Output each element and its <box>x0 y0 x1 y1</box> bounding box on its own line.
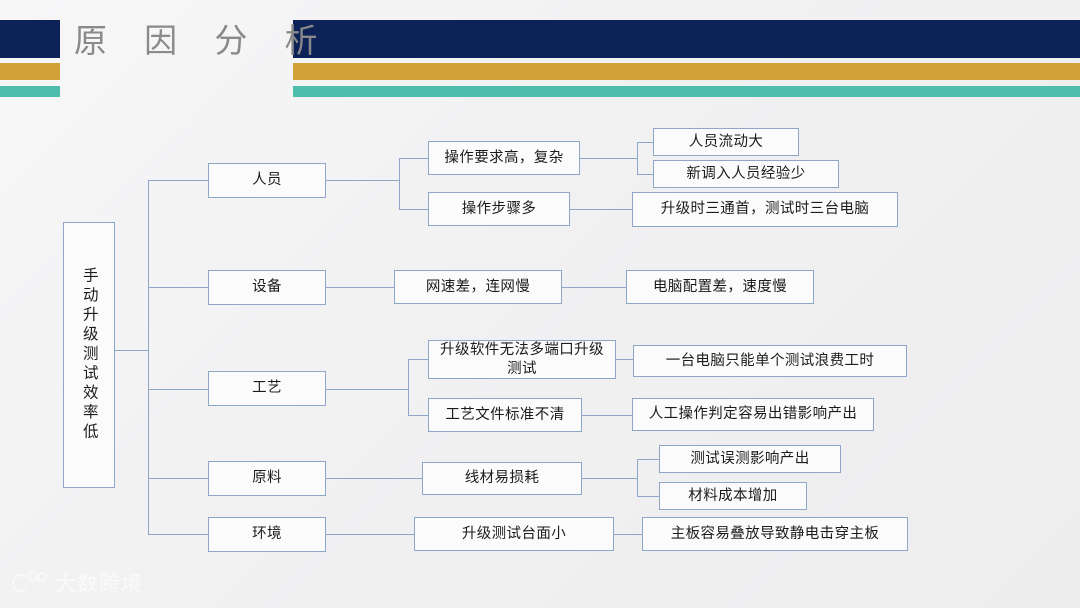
category-node-huanjing: 环境 <box>208 517 326 552</box>
cause-node-caozuo-yaoqiu: 操作要求高，复杂 <box>428 141 580 175</box>
effect-node-xindiaoru: 新调入人员经验少 <box>653 160 839 188</box>
connector-huanjing-out <box>326 534 414 536</box>
effect-node-ceshi-wuce: 测试误测影响产出 <box>659 445 841 473</box>
connector-spine-to-renyuan <box>148 180 208 182</box>
connector-spine <box>148 180 150 535</box>
connector-cause1-bracket <box>637 142 639 174</box>
connector-renyuan-out <box>326 180 399 182</box>
watermark: 大数跨境 <box>12 568 143 598</box>
connector-gongyi-cause2 <box>408 415 428 417</box>
connector-shebei-out <box>326 287 394 289</box>
connector-gongyi-bracket <box>408 359 410 415</box>
connector-gongyi-cause2-out <box>582 415 632 417</box>
header-bar-right-gold <box>293 63 1080 80</box>
header-bar-left-navy <box>0 20 60 58</box>
connector-gongyi-out <box>326 389 408 391</box>
connector-renyuan-cause2 <box>399 209 428 211</box>
category-node-gongyi: 工艺 <box>208 371 326 406</box>
connector-shebei-cause-out <box>562 287 626 289</box>
connector-renyuan-bracket <box>399 158 401 209</box>
connector-xiancai-effect1 <box>637 459 659 461</box>
connector-xiancai-out <box>582 478 637 480</box>
effect-node-yitai-diannao: 一台电脑只能单个测试浪费工时 <box>633 345 907 377</box>
header-bar-right-navy <box>293 20 1080 58</box>
cause-node-caozuo-buzhou: 操作步骤多 <box>428 192 570 226</box>
page-title: 原 因 分 析 <box>74 22 332 59</box>
header-bar-right-teal <box>293 86 1080 97</box>
connector-xiancai-bracket <box>637 459 639 497</box>
effect-node-rengong-caozuo: 人工操作判定容易出错影响产出 <box>632 398 874 431</box>
header-bar-left-teal <box>0 86 60 97</box>
cause-node-gongyi-wenjian: 工艺文件标准不清 <box>428 398 582 432</box>
connector-spine-to-gongyi <box>148 389 208 391</box>
cause-node-taimian-xiao: 升级测试台面小 <box>414 517 614 551</box>
cause-node-shengji-ruanjian: 升级软件无法多端口升级测试 <box>428 340 616 379</box>
connector-xiancai-effect2 <box>637 496 659 498</box>
root-node: 手动升级测试效率低 <box>63 222 115 488</box>
header-bar-left-gold <box>0 63 60 80</box>
category-node-yuanliao: 原料 <box>208 461 326 496</box>
category-node-renyuan: 人员 <box>208 163 326 198</box>
category-node-shebei: 设备 <box>208 270 326 305</box>
brand-logo-icon <box>12 571 48 595</box>
cause-node-xiancai-sunhao: 线材易损耗 <box>422 462 582 495</box>
effect-node-zhuban-diefang: 主板容易叠放导致静电击穿主板 <box>642 517 908 551</box>
connector-spine-to-shebei <box>148 287 208 289</box>
cause-node-wangsu-cha: 网速差，连网慢 <box>394 270 562 304</box>
connector-taimian-out <box>614 534 642 536</box>
effect-node-diannao-peizhi: 电脑配置差，速度慢 <box>626 270 814 304</box>
watermark-text: 大数跨境 <box>55 573 143 596</box>
connector-cause1-effect2 <box>637 174 653 176</box>
effect-node-renyuan-liudong: 人员流动大 <box>653 128 799 156</box>
connector-yuanliao-out <box>326 478 422 480</box>
connector-gongyi-cause1 <box>408 359 428 361</box>
connector-spine-to-yuanliao <box>148 478 208 480</box>
connector-cause1-effect1 <box>637 142 653 144</box>
effect-node-cailiao-chengben: 材料成本增加 <box>659 482 807 510</box>
connector-cause1-out <box>580 158 637 160</box>
connector-gongyi-cause1-out <box>616 359 633 361</box>
effect-node-sangetongshou: 升级时三通首，测试时三台电脑 <box>632 192 898 227</box>
connector-root-to-spine <box>115 350 148 352</box>
connector-cause2-out <box>570 209 632 211</box>
connector-spine-to-huanjing <box>148 534 208 536</box>
connector-renyuan-cause1 <box>399 158 428 160</box>
